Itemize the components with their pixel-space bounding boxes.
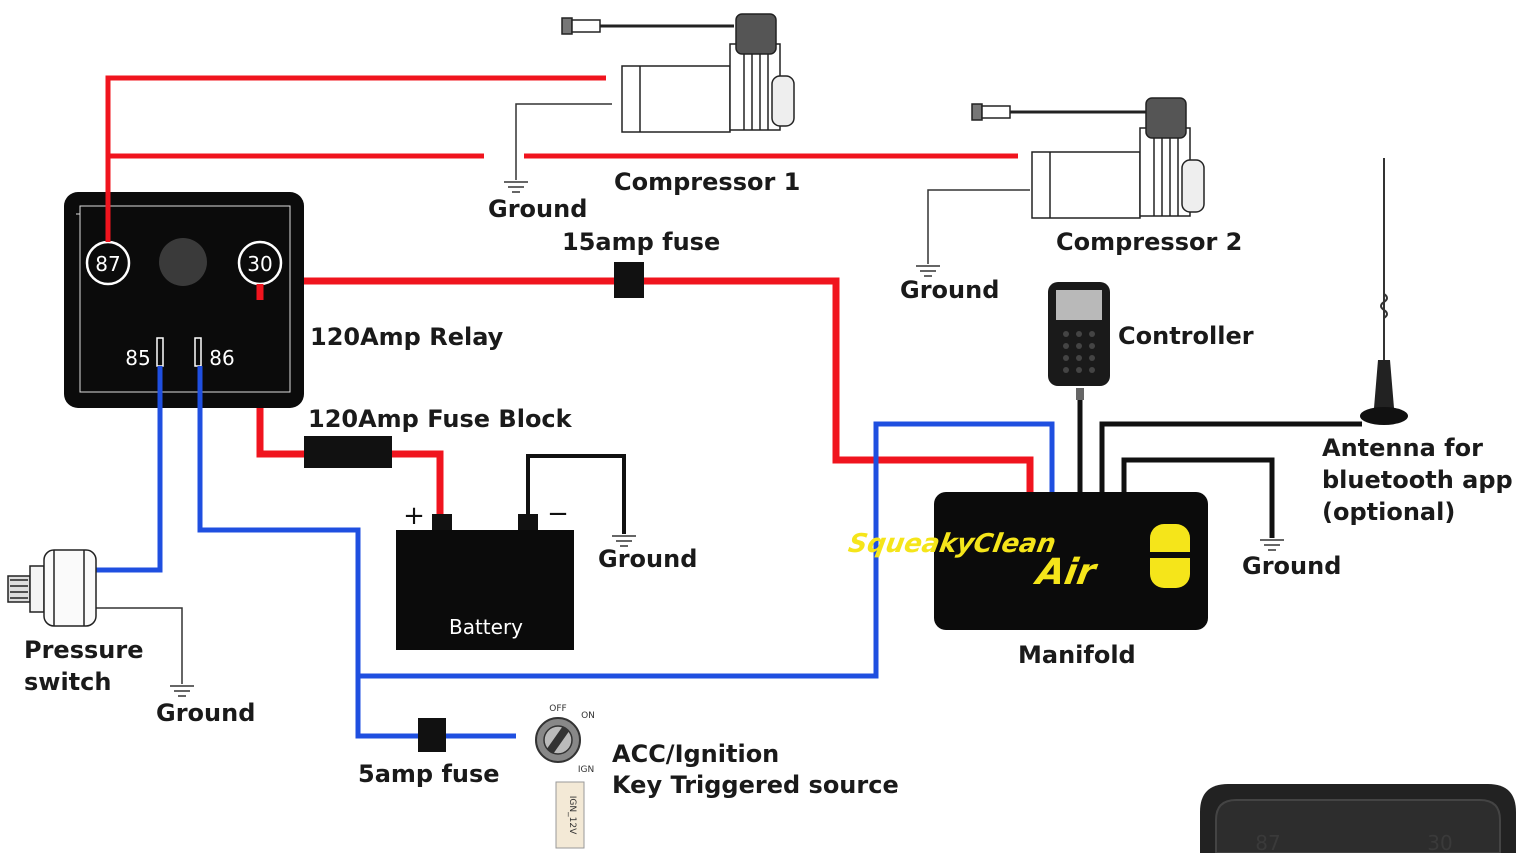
- relay-pin-86-label: 86: [209, 346, 234, 370]
- fuse-block-120amp-icon: [304, 436, 392, 468]
- acc-label-line1: ACC/Ignition: [612, 740, 779, 768]
- antenna-label-line3: (optional): [1322, 498, 1455, 526]
- compressor-1-label: Compressor 1: [614, 168, 800, 196]
- battery-label: Battery: [449, 615, 523, 639]
- compressor-2-icon: [971, 97, 1205, 219]
- pressure-switch-label-line2: switch: [24, 668, 111, 696]
- controller-icon: [1048, 282, 1110, 400]
- wire-30-manifold: [290, 277, 1034, 494]
- manifold-logo-line2: Air: [1031, 550, 1102, 593]
- air-spring-logo-icon: [1150, 524, 1190, 588]
- fuse-5-label: 5amp fuse: [358, 760, 500, 788]
- wire-85-pressure-switch: [96, 372, 163, 573]
- relay-120amp: 87 30 85 86: [64, 192, 304, 408]
- ground-symbol-battery: [612, 535, 636, 547]
- manifold-label: Manifold: [1018, 641, 1136, 669]
- manifold-logo-line1: SqueakyClean: [846, 529, 1058, 559]
- antenna-label-line2: bluetooth app: [1322, 466, 1513, 494]
- relay-center-dot: [159, 238, 207, 286]
- ground-pressure-label: Ground: [156, 699, 255, 727]
- ground-symbol-manifold: [1260, 539, 1284, 551]
- pressure-switch-label-line1: Pressure: [24, 636, 143, 664]
- compressor-1-icon: [561, 13, 795, 133]
- relay-pin-87-label: 87: [95, 252, 120, 276]
- manifold-icon: SqueakyClean Air: [846, 492, 1208, 630]
- blue-signal-wires: [96, 372, 1055, 739]
- ignition-ign-label: IGN: [578, 765, 594, 775]
- battery-icon: + − Battery: [396, 499, 574, 650]
- ground-manifold-label: Ground: [1242, 552, 1341, 580]
- ignition-off-label: OFF: [549, 704, 566, 714]
- battery-plus: +: [403, 501, 425, 531]
- ground-battery-label: Ground: [598, 545, 697, 573]
- wire-manifold-loop: [358, 421, 1055, 679]
- antenna-label-line1: Antenna for: [1322, 434, 1483, 462]
- wire-manifold-ground: [1121, 457, 1275, 538]
- black-wires: [96, 103, 1362, 684]
- antenna-icon: [1360, 158, 1408, 425]
- ignition-on-label: ON: [581, 711, 595, 721]
- ground-comp2-label: Ground: [900, 276, 999, 304]
- relay-pin-30-label: 30: [247, 252, 272, 276]
- wire-pressure-ground: [96, 607, 183, 684]
- ground-symbol-comp1: [504, 181, 528, 193]
- ground-comp1-label: Ground: [488, 195, 587, 223]
- fuse-15-label: 15amp fuse: [562, 228, 720, 256]
- ground-symbol-pressure: [170, 685, 194, 697]
- fuse-15amp-icon: [614, 262, 644, 298]
- fuse-block-label: 120Amp Fuse Block: [308, 405, 573, 433]
- ignition-tag-label: IGN_12V: [567, 796, 577, 835]
- acc-label-line2: Key Triggered source: [612, 771, 899, 799]
- controller-label: Controller: [1118, 322, 1254, 350]
- corner-relay-icon: 87 30: [1200, 784, 1516, 853]
- wire-comp2-ground: [927, 189, 1030, 264]
- compressor-2-label: Compressor 2: [1056, 228, 1242, 256]
- corner-relay-left-label: 87: [1255, 831, 1280, 853]
- battery-minus: −: [547, 499, 569, 529]
- fuse-5amp-icon: [418, 718, 446, 752]
- ignition-key-icon: OFF ON IGN IGN_12V: [535, 704, 595, 849]
- wire-86-ignition: [197, 372, 516, 739]
- wire-antenna-manifold: [1099, 421, 1362, 494]
- ground-symbol-comp2: [916, 265, 940, 277]
- wire-comp1-ground: [515, 103, 612, 180]
- relay-label: 120Amp Relay: [310, 323, 504, 351]
- corner-relay-right-label: 30: [1427, 831, 1452, 853]
- relay-pin-85-label: 85: [125, 346, 150, 370]
- pressure-switch-icon: [7, 549, 97, 627]
- wire-battery-ground: [526, 454, 626, 534]
